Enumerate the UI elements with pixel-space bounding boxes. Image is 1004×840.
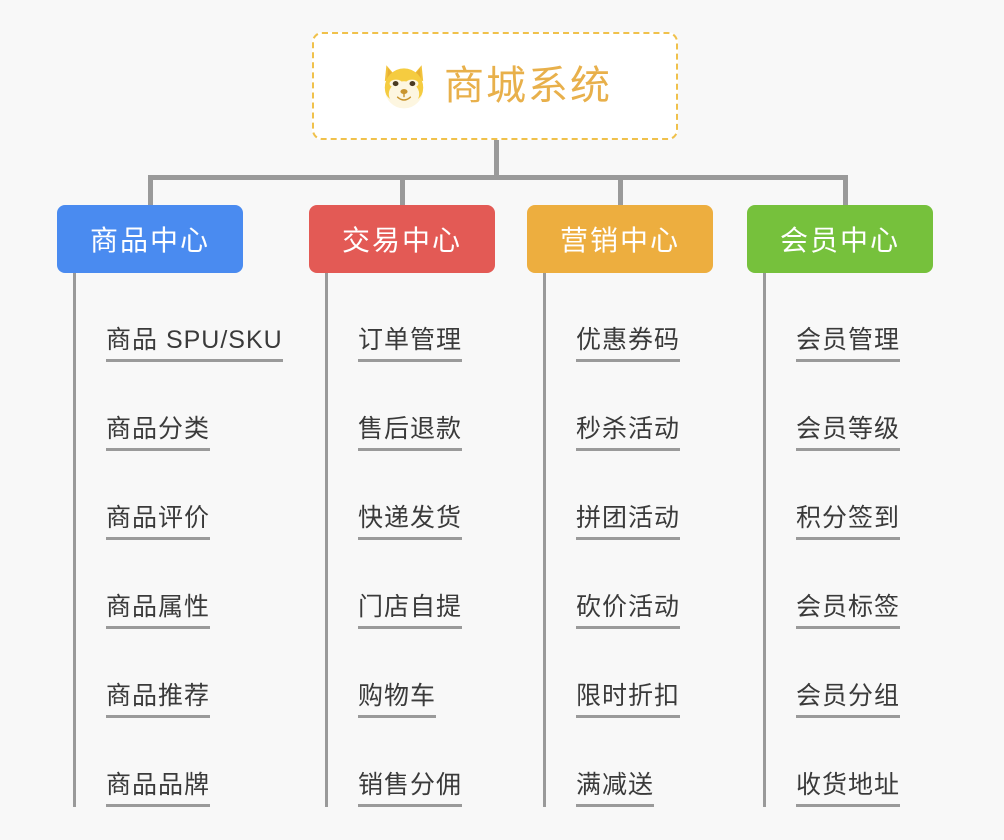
leaf-label: 限时折扣 (576, 682, 681, 718)
leaf-label: 会员管理 (796, 326, 901, 362)
leaf-label: 优惠券码 (576, 326, 681, 362)
leaf-label: 订单管理 (358, 326, 463, 362)
leaf-label: 会员分组 (796, 682, 901, 718)
category-header-1[interactable]: 交易中心 (309, 205, 495, 273)
leaf-label: 满减送 (576, 771, 655, 807)
leaf-label: 会员标签 (796, 593, 901, 629)
leaf-label: 售后退款 (358, 415, 463, 451)
leaf-item[interactable]: 收货地址 (766, 718, 962, 807)
leaf-item[interactable]: 商品属性 (76, 540, 307, 629)
leaf-item[interactable]: 商品品牌 (76, 718, 307, 807)
leaf-item[interactable]: 优惠券码 (546, 273, 742, 362)
leaf-item[interactable]: 商品评价 (76, 451, 307, 540)
leaf-item[interactable]: 拼团活动 (546, 451, 742, 540)
category-header-label-2: 营销中心 (559, 225, 680, 256)
leaf-item[interactable]: 商品 SPU/SKU (76, 273, 307, 362)
leaf-label: 会员等级 (796, 415, 901, 451)
root-title: 商城系统 (444, 64, 612, 108)
branch-column-3: 会员中心 会员管理 会员等级 积分签到 会员标签 会员分组 收货地址 (747, 205, 962, 807)
leaf-label: 商品推荐 (106, 682, 211, 718)
connector-root-stem (494, 140, 499, 178)
leaf-label: 销售分佣 (358, 771, 463, 807)
root-node[interactable]: 商城系统 (312, 32, 678, 140)
leaf-item[interactable]: 砍价活动 (546, 540, 742, 629)
leaf-list-2: 优惠券码 秒杀活动 拼团活动 砍价活动 限时折扣 满减送 (543, 273, 742, 807)
branch-column-0: 商品中心 商品 SPU/SKU 商品分类 商品评价 商品属性 商品推荐 商品品牌 (57, 205, 307, 807)
connector-drop-2 (618, 175, 623, 205)
leaf-label: 拼团活动 (576, 504, 681, 540)
leaf-label: 商品评价 (106, 504, 211, 540)
leaf-item[interactable]: 商品推荐 (76, 629, 307, 718)
connector-drop-0 (148, 175, 153, 205)
category-header-2[interactable]: 营销中心 (527, 205, 713, 273)
category-header-label-0: 商品中心 (89, 225, 210, 256)
leaf-item[interactable]: 商品分类 (76, 362, 307, 451)
category-header-3[interactable]: 会员中心 (747, 205, 933, 273)
leaf-label: 秒杀活动 (576, 415, 681, 451)
leaf-list-1: 订单管理 售后退款 快递发货 门店自提 购物车 销售分佣 (325, 273, 524, 807)
connector-horizontal-bus (148, 175, 848, 180)
leaf-label: 商品 SPU/SKU (106, 326, 283, 362)
leaf-item[interactable]: 销售分佣 (328, 718, 524, 807)
leaf-item[interactable]: 会员标签 (766, 540, 962, 629)
category-header-label-1: 交易中心 (341, 225, 462, 256)
leaf-item[interactable]: 秒杀活动 (546, 362, 742, 451)
category-header-label-3: 会员中心 (779, 225, 900, 256)
connector-drop-3 (843, 175, 848, 205)
leaf-item[interactable]: 订单管理 (328, 273, 524, 362)
leaf-label: 收货地址 (796, 771, 901, 807)
leaf-item[interactable]: 购物车 (328, 629, 524, 718)
leaf-label: 砍价活动 (576, 593, 681, 629)
leaf-item[interactable]: 限时折扣 (546, 629, 742, 718)
category-header-0[interactable]: 商品中心 (57, 205, 243, 273)
leaf-list-3: 会员管理 会员等级 积分签到 会员标签 会员分组 收货地址 (763, 273, 962, 807)
leaf-item[interactable]: 积分签到 (766, 451, 962, 540)
branch-column-1: 交易中心 订单管理 售后退款 快递发货 门店自提 购物车 销售分佣 (309, 205, 524, 807)
leaf-item[interactable]: 会员等级 (766, 362, 962, 451)
leaf-item[interactable]: 快递发货 (328, 451, 524, 540)
leaf-item[interactable]: 会员分组 (766, 629, 962, 718)
leaf-item[interactable]: 售后退款 (328, 362, 524, 451)
leaf-label: 门店自提 (358, 593, 463, 629)
connector-drop-1 (400, 175, 405, 205)
leaf-item[interactable]: 满减送 (546, 718, 742, 807)
leaf-label: 购物车 (358, 682, 437, 718)
leaf-label: 商品属性 (106, 593, 211, 629)
branch-column-2: 营销中心 优惠券码 秒杀活动 拼团活动 砍价活动 限时折扣 满减送 (527, 205, 742, 807)
shiba-dog-face-icon (378, 62, 430, 110)
leaf-label: 积分签到 (796, 504, 901, 540)
leaf-label: 商品品牌 (106, 771, 211, 807)
leaf-list-0: 商品 SPU/SKU 商品分类 商品评价 商品属性 商品推荐 商品品牌 (73, 273, 307, 807)
leaf-item[interactable]: 会员管理 (766, 273, 962, 362)
leaf-item[interactable]: 门店自提 (328, 540, 524, 629)
leaf-label: 商品分类 (106, 415, 211, 451)
leaf-label: 快递发货 (358, 504, 463, 540)
